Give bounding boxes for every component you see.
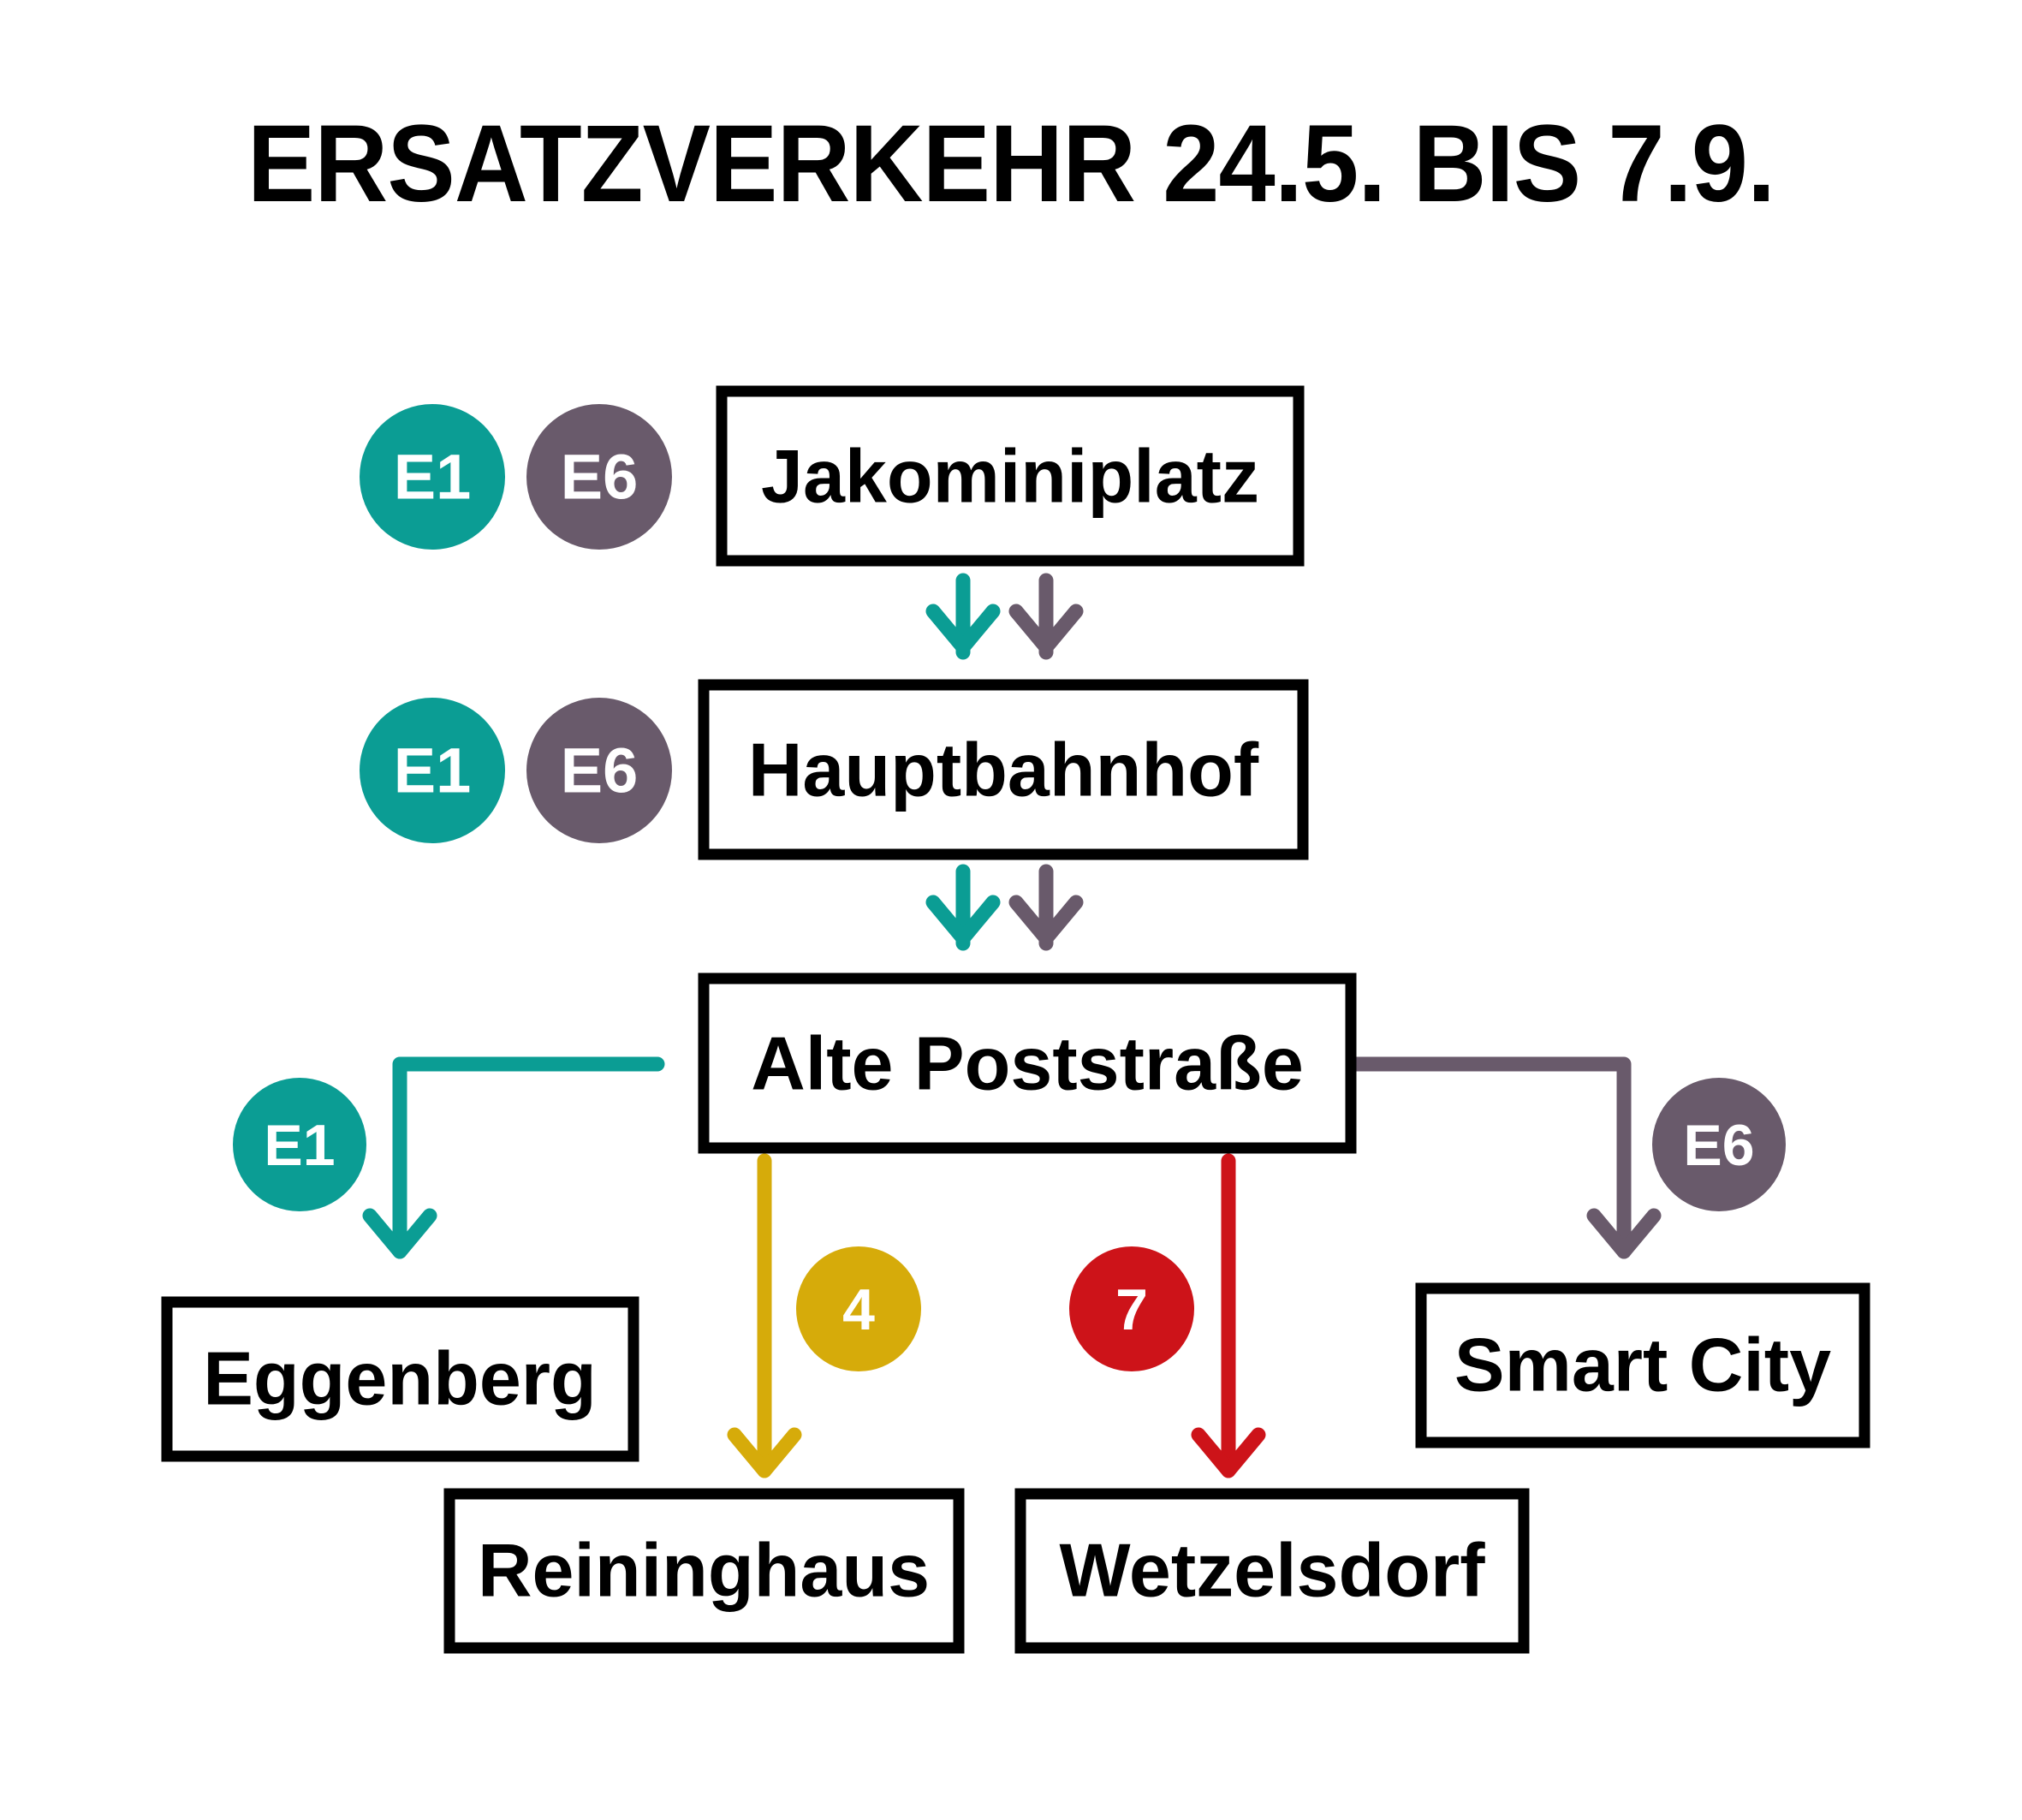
connector-altepoststrasse-reininghaus-4 [727,1153,802,1478]
station-box-eggenberg[interactable] [161,1296,639,1462]
connector-jakominiplatz-hauptbahnhof-e1 [925,573,1001,660]
page-title: ERSATZVERKEHR 24.5. BIS 7.9. [247,103,1775,225]
arrowhead [1586,1208,1662,1259]
line-badge-e1-jakominiplatz[interactable] [360,404,505,550]
arrowhead [925,895,1001,946]
line-badge-7-wetzelsdorf-label: 7 [1115,1277,1148,1342]
branch-stations: Eggenberg Smart City Reininghaus Wetzels… [161,1282,1870,1654]
station-label-eggenberg: Eggenberg [203,1335,597,1420]
connector-hauptbahnhof-altepoststrasse-e6 [1008,864,1084,951]
line-badge-e6-smart-city[interactable] [1652,1078,1786,1211]
connector-hauptbahnhof-altepoststrasse-e1 [925,864,1001,951]
station-label-smart-city: Smart City [1454,1322,1831,1407]
line-badge-4-reininghaus[interactable] [796,1246,921,1371]
station-label-reininghaus: Reininghaus [478,1527,930,1612]
station-label-wetzelsdorf: Wetzelsdorf [1059,1527,1485,1612]
connector-jakominiplatz-hauptbahnhof-e6 [1008,573,1084,660]
arrowhead [1191,1427,1266,1478]
station-box-reininghaus[interactable] [443,1488,965,1654]
arrowhead [1008,895,1084,946]
arrowhead [925,604,1001,655]
line-badge-e6-jakominiplatz[interactable] [526,404,672,550]
connector-altepoststrasse-eggenberg-e1 [362,1056,665,1259]
station-box-smart-city[interactable] [1415,1282,1870,1448]
station-box-alte-poststrasse[interactable] [698,972,1357,1154]
line-badge-4-reininghaus-label: 4 [842,1277,875,1342]
line-badge-e1-hauptbahnhof[interactable] [360,698,505,843]
connector-altepoststrasse-smartcity-e6 [1343,1056,1662,1259]
line-badge-e1-hauptbahnhof-label: E1 [394,735,472,806]
row-hauptbahnhof: E1 E6 Hauptbahnhof [360,679,1309,860]
row-alte-poststrasse: Alte Poststraße [698,972,1357,1154]
station-label-hauptbahnhof: Hauptbahnhof [748,727,1259,812]
line-badge-e6-smart-city-label: E6 [1683,1113,1754,1178]
line-badge-e1-eggenberg[interactable] [233,1078,366,1211]
line-badge-e6-hauptbahnhof[interactable] [526,698,672,843]
connector-altepoststrasse-wetzelsdorf-7 [1191,1153,1266,1478]
arrowhead [362,1208,437,1259]
line-badge-7-wetzelsdorf[interactable] [1069,1246,1194,1371]
line-badge-e1-jakominiplatz-label: E1 [394,442,472,513]
station-label-jakominiplatz: Jakominiplatz [761,433,1259,518]
station-box-jakominiplatz[interactable] [716,385,1305,567]
line-badge-e1-eggenberg-label: E1 [264,1113,335,1178]
station-box-hauptbahnhof[interactable] [698,679,1309,860]
arrowhead [1008,604,1084,655]
station-box-wetzelsdorf[interactable] [1014,1488,1530,1654]
connector-line [1343,1056,1632,1259]
station-label-alte-poststrasse: Alte Poststraße [751,1020,1304,1105]
branch-badges: E1 E6 4 7 [233,1078,1786,1371]
connector-line [392,1056,665,1259]
arrowhead [727,1427,802,1478]
row-jakominiplatz: E1 E6 Jakominiplatz [360,385,1305,567]
line-badge-e6-hauptbahnhof-label: E6 [561,735,639,806]
line-badge-e6-jakominiplatz-label: E6 [561,442,639,513]
